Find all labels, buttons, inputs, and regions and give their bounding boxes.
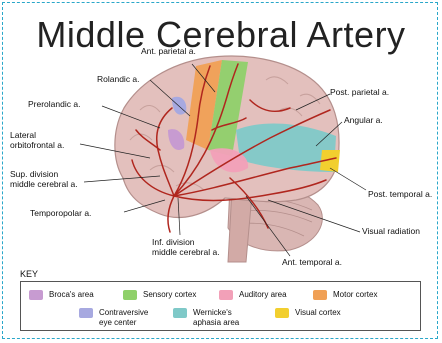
key-item-motor: Motor cortex bbox=[313, 290, 377, 300]
key-item-wernicke: Wernicke's aphasia area bbox=[173, 308, 239, 327]
key-swatch bbox=[173, 308, 187, 318]
label-lateral-orbitofrontal: Lateral orbitofrontal a. bbox=[10, 131, 64, 150]
key-label: Sensory cortex bbox=[143, 290, 196, 300]
key-swatch bbox=[219, 290, 233, 300]
label-post-parietal: Post. parietal a. bbox=[330, 88, 389, 98]
key-box: Broca's area Sensory cortex Auditory are… bbox=[20, 281, 421, 331]
label-ant-temporal: Ant. temporal a. bbox=[282, 258, 342, 268]
key-title: KEY bbox=[20, 269, 38, 279]
label-rolandic: Rolandic a. bbox=[97, 75, 140, 85]
key-swatch bbox=[29, 290, 43, 300]
key-label: Visual cortex bbox=[295, 308, 341, 318]
key-item-sensory: Sensory cortex bbox=[123, 290, 196, 300]
label-prerolandic: Prerolandic a. bbox=[28, 100, 80, 110]
label-angular: Angular a. bbox=[344, 116, 383, 126]
label-visual-radiation: Visual radiation bbox=[362, 227, 420, 237]
label-ant-parietal: Ant. parietal a. bbox=[141, 47, 196, 57]
key-swatch bbox=[275, 308, 289, 318]
key-swatch bbox=[123, 290, 137, 300]
key-swatch bbox=[79, 308, 93, 318]
label-temporopolar: Temporopolar a. bbox=[30, 209, 91, 219]
key-label: Broca's area bbox=[49, 290, 94, 300]
key-swatch bbox=[313, 290, 327, 300]
key-item-auditory: Auditory area bbox=[219, 290, 287, 300]
key-item-visual: Visual cortex bbox=[275, 308, 341, 318]
key-item-broca: Broca's area bbox=[29, 290, 94, 300]
key-label: Wernicke's aphasia area bbox=[193, 308, 239, 327]
label-sup-division: Sup. division middle cerebral a. bbox=[10, 170, 78, 189]
label-post-temporal: Post. temporal a. bbox=[368, 190, 432, 200]
key-item-eye-center: Contraversive eye center bbox=[79, 308, 148, 327]
key-label: Auditory area bbox=[239, 290, 287, 300]
key-label: Motor cortex bbox=[333, 290, 377, 300]
label-inf-division: Inf. division middle cerebral a. bbox=[152, 238, 220, 257]
key-label: Contraversive eye center bbox=[99, 308, 148, 327]
